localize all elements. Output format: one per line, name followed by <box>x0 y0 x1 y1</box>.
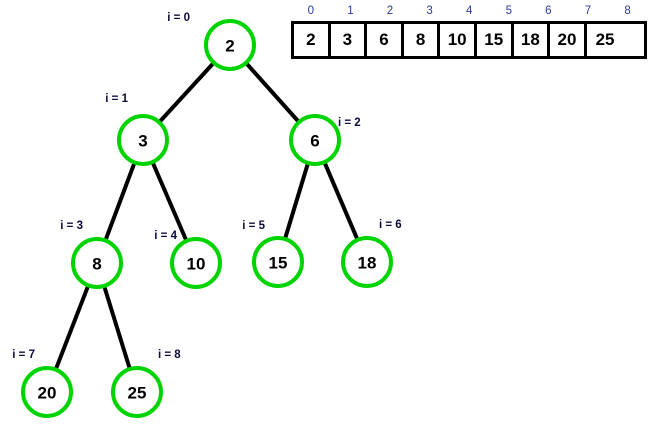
tree-edge <box>282 161 311 241</box>
tree-edges <box>53 60 360 372</box>
tree-node[interactable]: 6 <box>289 114 341 166</box>
array-cell[interactable]: 2 <box>294 24 331 56</box>
tree-node[interactable]: 15 <box>252 236 304 288</box>
node-circle <box>21 366 73 418</box>
node-value: 15 <box>269 254 288 273</box>
array-cell[interactable]: 18 <box>513 24 551 56</box>
array-cell[interactable]: 10 <box>440 24 477 56</box>
tree-edge <box>322 160 360 242</box>
node-value: 8 <box>92 255 101 274</box>
array-cell[interactable]: 20 <box>550 24 587 56</box>
tree-node[interactable]: 10 <box>170 237 222 289</box>
tree-edge <box>53 283 91 372</box>
tree-node[interactable]: 20 <box>21 366 73 418</box>
node-index-label: i = 3 <box>60 220 83 232</box>
array-index-label: 7 <box>584 5 592 17</box>
node-value: 25 <box>128 384 147 403</box>
array-index-label: 8 <box>624 5 631 17</box>
array-index-label: 1 <box>347 5 354 17</box>
node-index-label: i = 7 <box>12 349 35 361</box>
tree-node[interactable]: 8 <box>71 237 123 289</box>
node-index-label: i = 5 <box>242 220 265 232</box>
node-value: 18 <box>358 254 377 273</box>
node-circle <box>111 366 163 418</box>
node-circle <box>341 236 393 288</box>
node-value: 10 <box>187 255 206 274</box>
node-circle <box>170 237 222 289</box>
array-cell[interactable]: 3 <box>330 24 368 56</box>
node-value: 20 <box>38 384 57 403</box>
array-index-label: 0 <box>307 5 314 17</box>
node-index-label: i = 8 <box>158 349 181 361</box>
array-cell[interactable]: 6 <box>367 24 404 56</box>
tree-edge <box>150 160 189 243</box>
array-index-label: 6 <box>545 5 552 17</box>
node-index-label: i = 1 <box>105 93 128 105</box>
tree-edge <box>157 60 216 125</box>
tree-edge <box>101 284 133 371</box>
node-circle <box>289 114 341 166</box>
array-cell[interactable]: 25 <box>586 24 624 56</box>
array-index-label: 2 <box>386 5 394 17</box>
array-cell[interactable]: 8 <box>403 24 441 56</box>
array-index-row: 0 1 2 3 4 5 6 7 8 <box>291 4 647 21</box>
tree-index-labels: i = 0 i = 1 i = 2 i = 3 i = 4 i = 5 i = 6 i = 7… <box>12 12 401 361</box>
node-circle <box>71 237 123 289</box>
node-circle <box>204 19 256 71</box>
node-index-label: i = 2 <box>338 117 361 129</box>
tree-node[interactable]: 3 <box>117 114 169 166</box>
tree-edge <box>103 160 137 243</box>
array-index-label: 3 <box>426 5 433 17</box>
tree-node[interactable]: 2 <box>204 19 256 71</box>
array-index-label: 4 <box>465 5 473 17</box>
node-value: 6 <box>310 132 319 151</box>
tree-edge <box>243 60 302 125</box>
node-value: 2 <box>225 37 234 56</box>
node-value: 3 <box>138 132 147 151</box>
node-index-label: i = 0 <box>167 12 190 24</box>
node-index-label: i = 6 <box>379 219 402 231</box>
array-cell[interactable]: 15 <box>476 24 514 56</box>
node-index-label: i = 4 <box>154 230 177 242</box>
array-index-label: 5 <box>505 5 512 17</box>
tree-node[interactable]: 18 <box>341 236 393 288</box>
tree-node[interactable]: 25 <box>111 366 163 418</box>
node-circle <box>252 236 304 288</box>
node-circle <box>117 114 169 166</box>
